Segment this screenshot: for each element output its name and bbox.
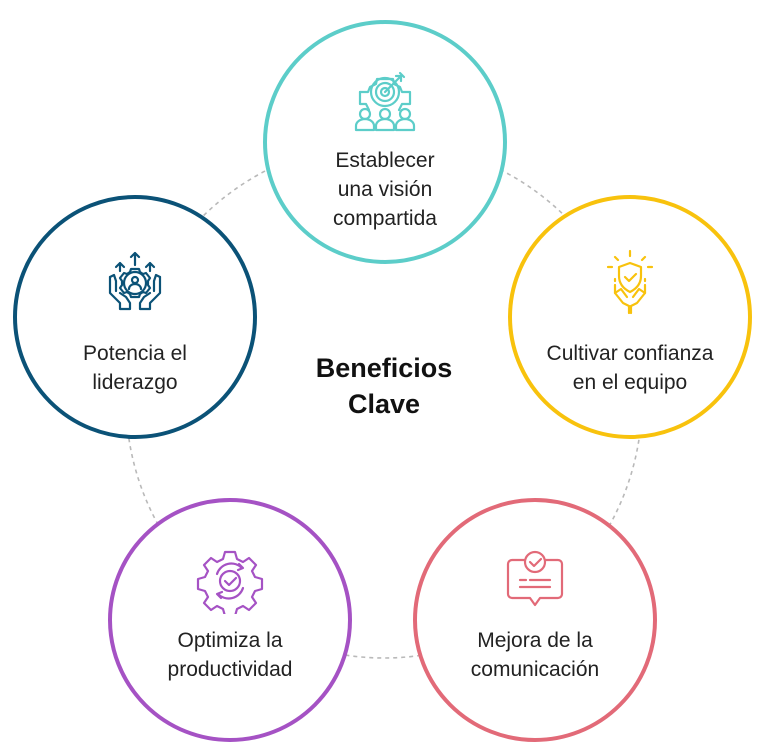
target-gear-team-icon (354, 71, 416, 132)
label-line: comunicación (470, 658, 600, 681)
label-line: liderazgo (92, 371, 178, 394)
label-line: compartida (333, 207, 437, 230)
shield-check-hands-icon (606, 249, 654, 315)
gear-check-cycle-icon (196, 550, 264, 614)
diagram-title: Beneficios Clave (284, 350, 484, 422)
node-label: Cultivar confianza en el equipo (532, 339, 728, 397)
label-line: Establecer (335, 149, 435, 172)
label-line: productividad (167, 658, 293, 681)
node-cultivate-trust: Cultivar confianza en el equipo (508, 195, 752, 439)
title-line: Beneficios (315, 353, 453, 383)
label-line: Cultivar confianza (546, 342, 714, 365)
label-line: una visión (337, 178, 433, 201)
chat-bubble-check-icon (506, 550, 564, 607)
node-label: Establecer una visión compartida (287, 146, 483, 233)
node-label: Optimiza la productividad (132, 626, 328, 684)
node-optimize-productivity: Optimiza la productividad (108, 498, 352, 742)
label-line: en el equipo (572, 371, 688, 394)
title-line: Clave (347, 389, 421, 419)
node-label: Mejora de la comunicación (437, 626, 633, 684)
hands-gear-growth-icon (108, 251, 162, 311)
node-shared-vision: Establecer una visión compartida (263, 20, 507, 264)
label-line: Optimiza la (177, 629, 283, 652)
node-label: Potencia el liderazgo (37, 339, 233, 397)
node-boost-leadership: Potencia el liderazgo (13, 195, 257, 439)
label-line: Mejora de la (477, 629, 593, 652)
label-line: Potencia el (83, 342, 187, 365)
node-improve-communication: Mejora de la comunicación (413, 498, 657, 742)
